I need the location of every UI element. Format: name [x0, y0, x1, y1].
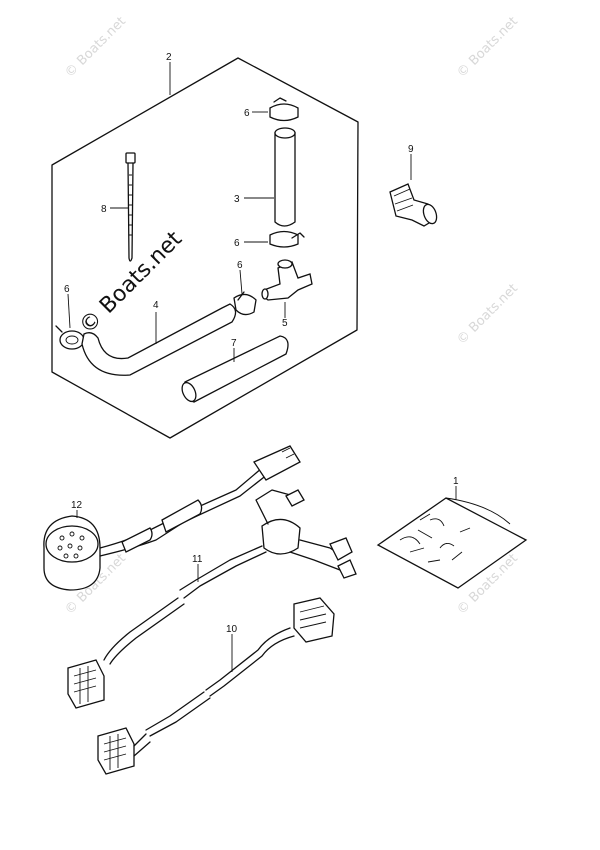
callout-1: 1: [453, 476, 459, 487]
callout-6: 6: [64, 284, 70, 295]
callout-11: 11: [192, 554, 203, 565]
leader-lines: [67, 62, 457, 672]
straight-hose-part: [181, 335, 289, 403]
callout-12: 12: [71, 500, 83, 511]
watermark: © Boats.net: [454, 14, 521, 81]
joint-part: [261, 259, 313, 301]
callout-9: 9: [408, 144, 414, 155]
clip-part: [269, 97, 299, 122]
callout-8: 8: [101, 204, 107, 215]
callout-4: 4: [153, 300, 159, 311]
callout-10: 10: [226, 624, 238, 635]
callout-5: 5: [282, 318, 288, 329]
callout-6: 6: [244, 108, 250, 119]
callout-6: 6: [237, 260, 243, 271]
main-harness-part: [67, 489, 357, 709]
clip-part: [55, 325, 85, 350]
callout-7: 7: [231, 338, 237, 349]
cable-tie-part: [125, 152, 136, 262]
watermark-large: © Boats.net: [75, 226, 188, 339]
buzzer-harness-part: [43, 445, 301, 591]
watermark: © Boats.net: [454, 281, 521, 348]
callout-2: 2: [166, 52, 172, 63]
extension-harness-part: [97, 597, 335, 775]
clip-part: [269, 230, 305, 248]
callouts: 2 6 3 6 6 5 4 7 8 6 9 1 12 11 10: [64, 52, 459, 635]
fitting-part: [389, 183, 438, 227]
hose-part: [274, 127, 296, 227]
watermark: © Boats.net: [62, 14, 129, 81]
callout-6: 6: [234, 238, 240, 249]
clip-part: [233, 291, 257, 316]
callout-3: 3: [234, 194, 240, 205]
kit-outline: [51, 57, 359, 439]
parts-bag-part: [376, 497, 528, 589]
bent-hose-part: [81, 303, 237, 376]
